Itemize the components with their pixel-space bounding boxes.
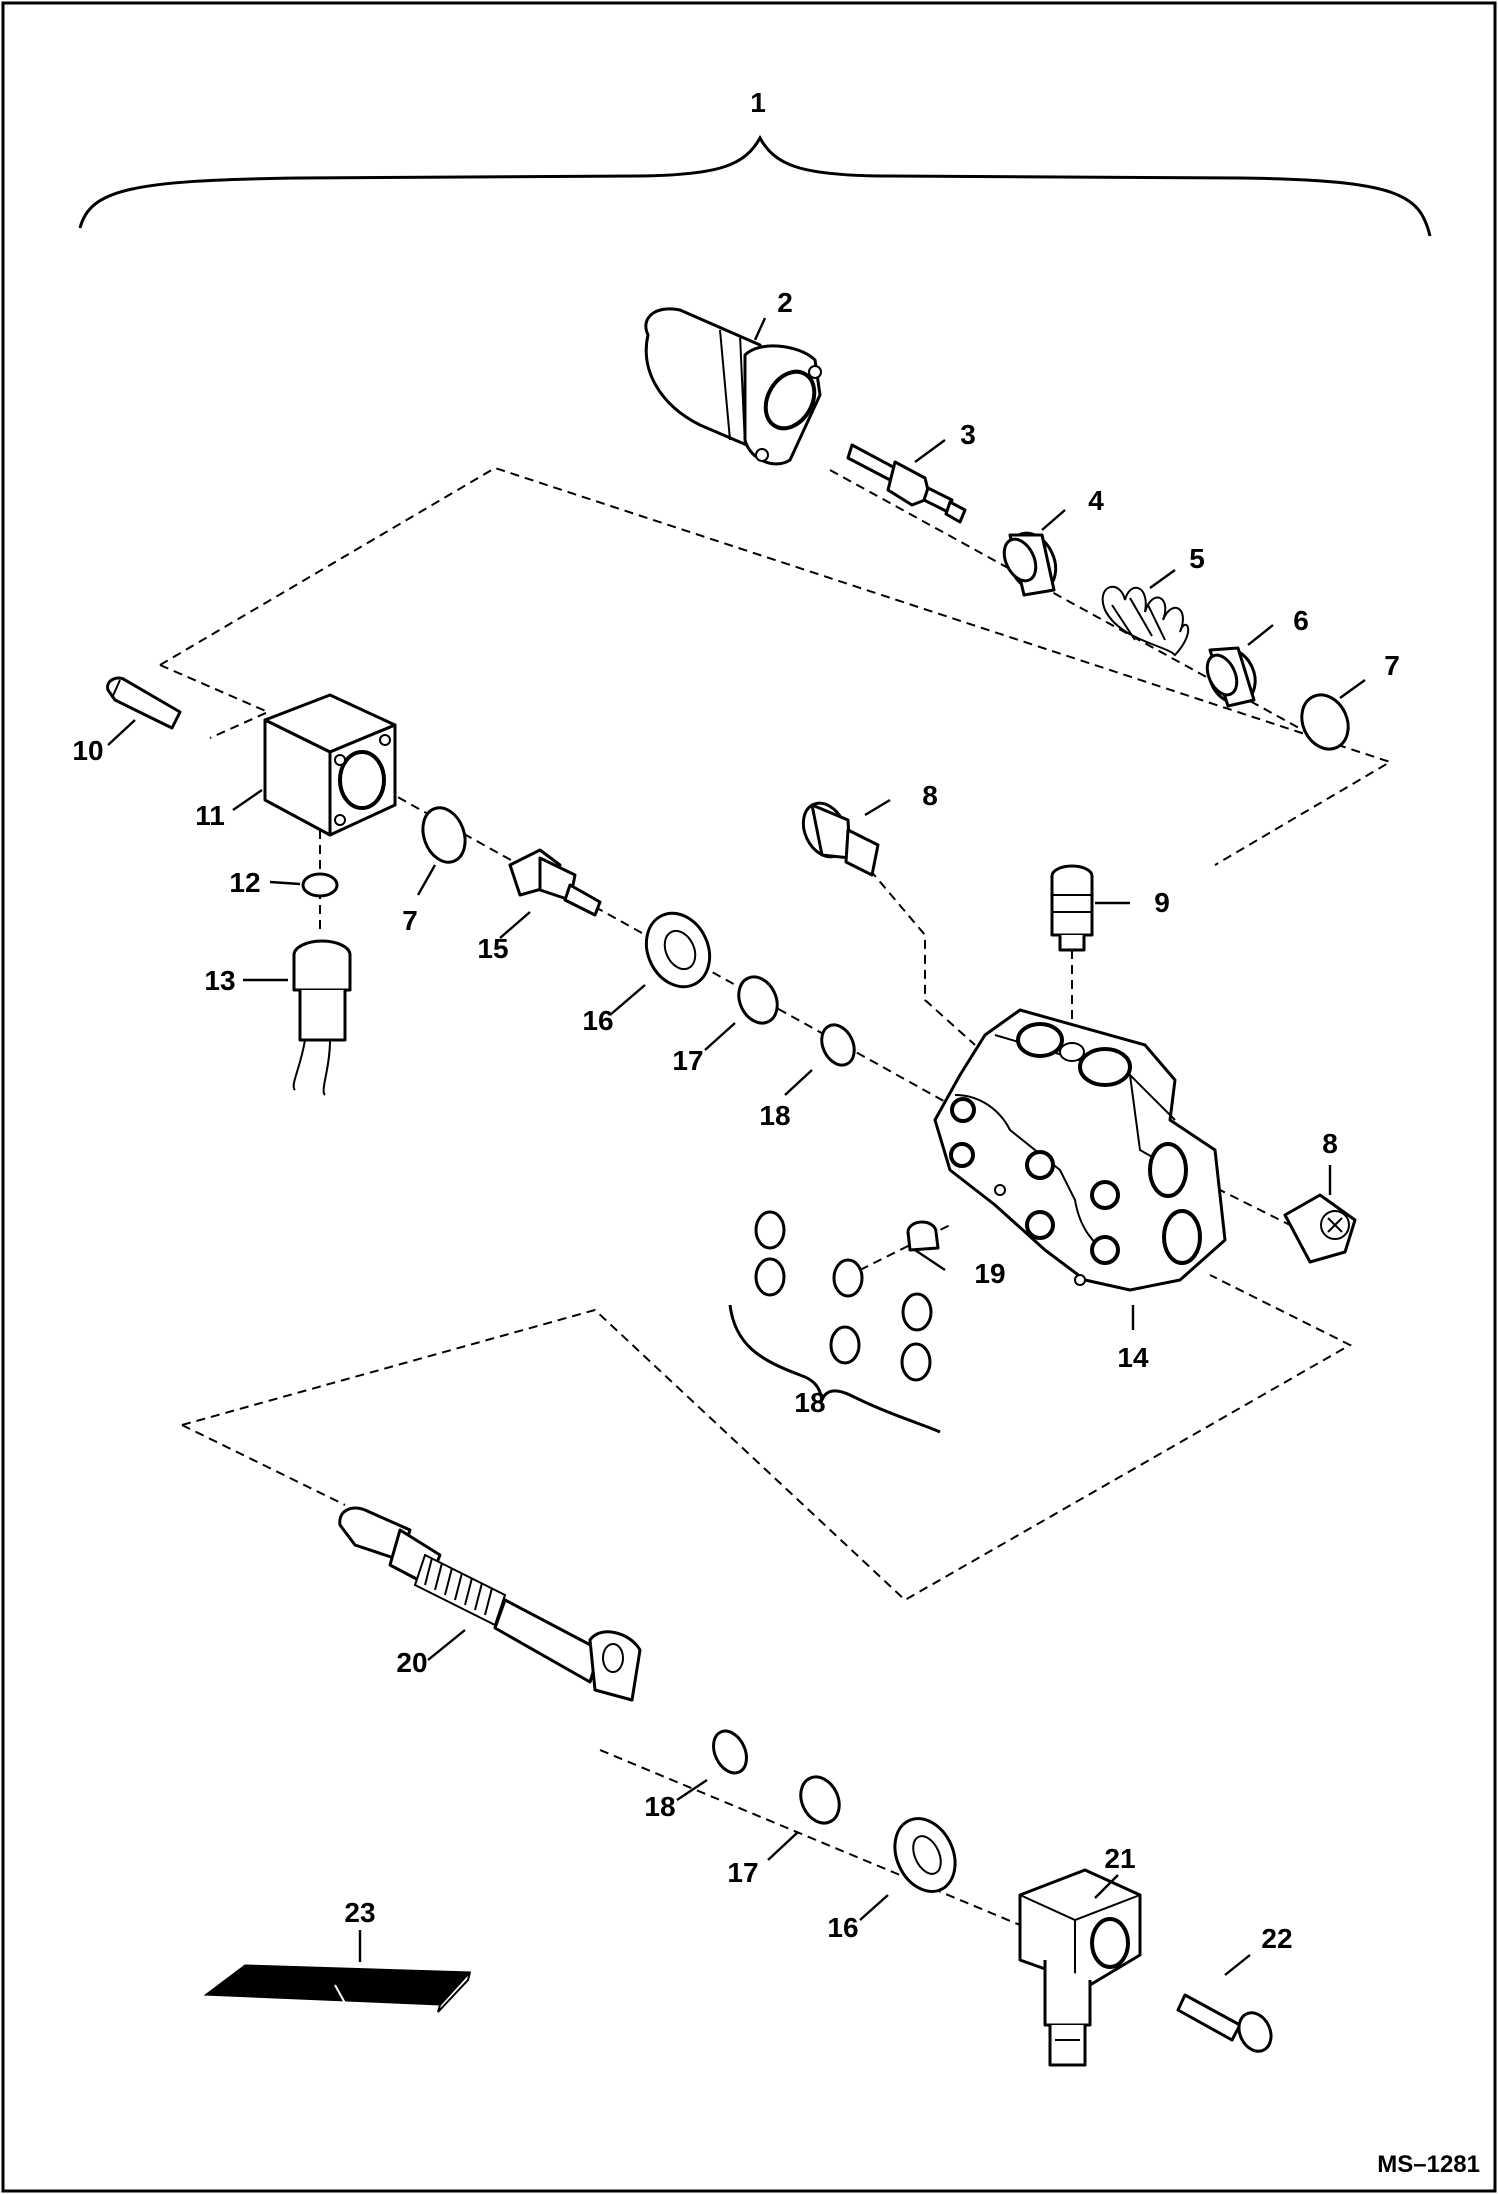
callout-21: 21	[1104, 1843, 1135, 1874]
callout-3: 3	[960, 419, 976, 450]
callout-23: 23	[344, 1897, 375, 1928]
part-3-detent-pin	[846, 443, 967, 524]
o-ring-set-brace	[728, 1304, 941, 1434]
upper-dashed-outline	[159, 466, 1393, 866]
axis-line-lower	[599, 1749, 1081, 1951]
leader-19	[914, 1249, 946, 1271]
part-15-plunger	[508, 848, 602, 917]
callout-13: 13	[204, 965, 235, 996]
callout-2: 2	[777, 287, 793, 318]
part-19-check-valve	[906, 1220, 940, 1252]
leader-17b	[767, 1831, 799, 1861]
leader-7b	[416, 864, 437, 896]
assembly-brace	[78, 134, 1432, 237]
leader-12	[269, 880, 301, 886]
callout-10: 10	[72, 735, 103, 766]
axis-line-port8	[869, 869, 976, 1046]
leader-16a	[609, 984, 646, 1016]
callout-9: 9	[1154, 887, 1170, 918]
callout-11: 11	[195, 800, 225, 831]
callout-14: 14	[1117, 1342, 1149, 1373]
callout-16-lower: 16	[827, 1912, 858, 1943]
leader-17a	[704, 1022, 736, 1051]
callout-1: 1	[750, 87, 766, 118]
callout-17-upper: 17	[672, 1045, 703, 1076]
callout-18-lower: 18	[644, 1791, 675, 1822]
callout-20: 20	[396, 1647, 427, 1678]
leader-10	[107, 719, 136, 746]
callout-19: 19	[974, 1258, 1005, 1289]
part-23-decal	[203, 1964, 472, 2013]
part-6-spring-seat	[1205, 646, 1257, 708]
lower-dashed-outline	[181, 1274, 1353, 1602]
part-16-washer-lower-hole	[912, 1835, 942, 1875]
callout-18-set: 18	[794, 1387, 825, 1418]
callout-12: 12	[229, 867, 260, 898]
axis-line-middle	[384, 789, 961, 1111]
part-18-o-ring-upper	[820, 1023, 856, 1067]
part-7-o-ring-right	[1300, 693, 1350, 751]
callout-22: 22	[1261, 1923, 1292, 1954]
callout-15: 15	[477, 933, 508, 964]
leader-7a	[1339, 679, 1366, 699]
part-20-spool	[338, 1506, 642, 1702]
leader-18a	[784, 1069, 813, 1096]
callout-17-lower: 17	[727, 1857, 758, 1888]
axis-line-top	[829, 469, 1331, 746]
part-17-seal-lower	[799, 1775, 841, 1825]
part-18-o-ring-lower	[712, 1729, 748, 1775]
figure-reference: MS–1281	[1377, 2151, 1480, 2178]
part-10-cap-screw	[106, 676, 182, 730]
callout-5: 5	[1189, 543, 1205, 574]
callout-6: 6	[1293, 605, 1309, 636]
leader-21	[1094, 1874, 1119, 1899]
leader-22	[1224, 1954, 1251, 1976]
lower-dashed-outline-left	[181, 1424, 346, 1506]
leader-16b	[859, 1894, 889, 1921]
callout-16-upper: 16	[582, 1005, 613, 1036]
part-4-spring-seat	[1002, 531, 1058, 597]
leader-4	[1041, 509, 1066, 531]
leader-2	[753, 317, 767, 341]
leader-5	[1149, 569, 1176, 589]
part-17-seal-upper	[737, 975, 779, 1025]
leader-11	[232, 789, 263, 811]
part-14-valve-body	[933, 1008, 1227, 1292]
callout-7-right: 7	[1384, 650, 1400, 681]
part-8-port-plug-upper	[801, 801, 880, 877]
callout-4: 4	[1088, 485, 1104, 516]
part-11-solenoid-coil	[263, 693, 397, 837]
part-12-o-ring	[301, 872, 339, 898]
leader-18b	[676, 1779, 708, 1801]
part-16-washer-upper-hole	[663, 929, 697, 971]
leader-8a	[864, 798, 891, 817]
callout-7-left: 7	[402, 905, 418, 936]
leader-3	[914, 439, 946, 463]
part-9-relief-valve	[1050, 864, 1094, 952]
callout-8-upper: 8	[922, 780, 938, 811]
part-22-cap-screw	[1176, 1993, 1273, 2053]
part-8-port-plug-right	[1283, 1193, 1357, 1264]
leader-15	[499, 911, 531, 939]
callout-18-upper: 18	[759, 1100, 790, 1131]
part-13-sensor	[292, 939, 352, 1096]
leader-6	[1247, 624, 1274, 646]
part-7-o-ring-left	[421, 806, 467, 864]
part-5-spring	[1101, 585, 1190, 657]
part-21-spool-housing	[1018, 1868, 1142, 2067]
part-2-spool-cap	[644, 307, 822, 466]
upper-dashed-outline-left	[159, 664, 271, 739]
leader-20	[427, 1629, 466, 1661]
callout-8-right: 8	[1322, 1128, 1338, 1159]
part-18-o-ring-set	[754, 1210, 933, 1382]
